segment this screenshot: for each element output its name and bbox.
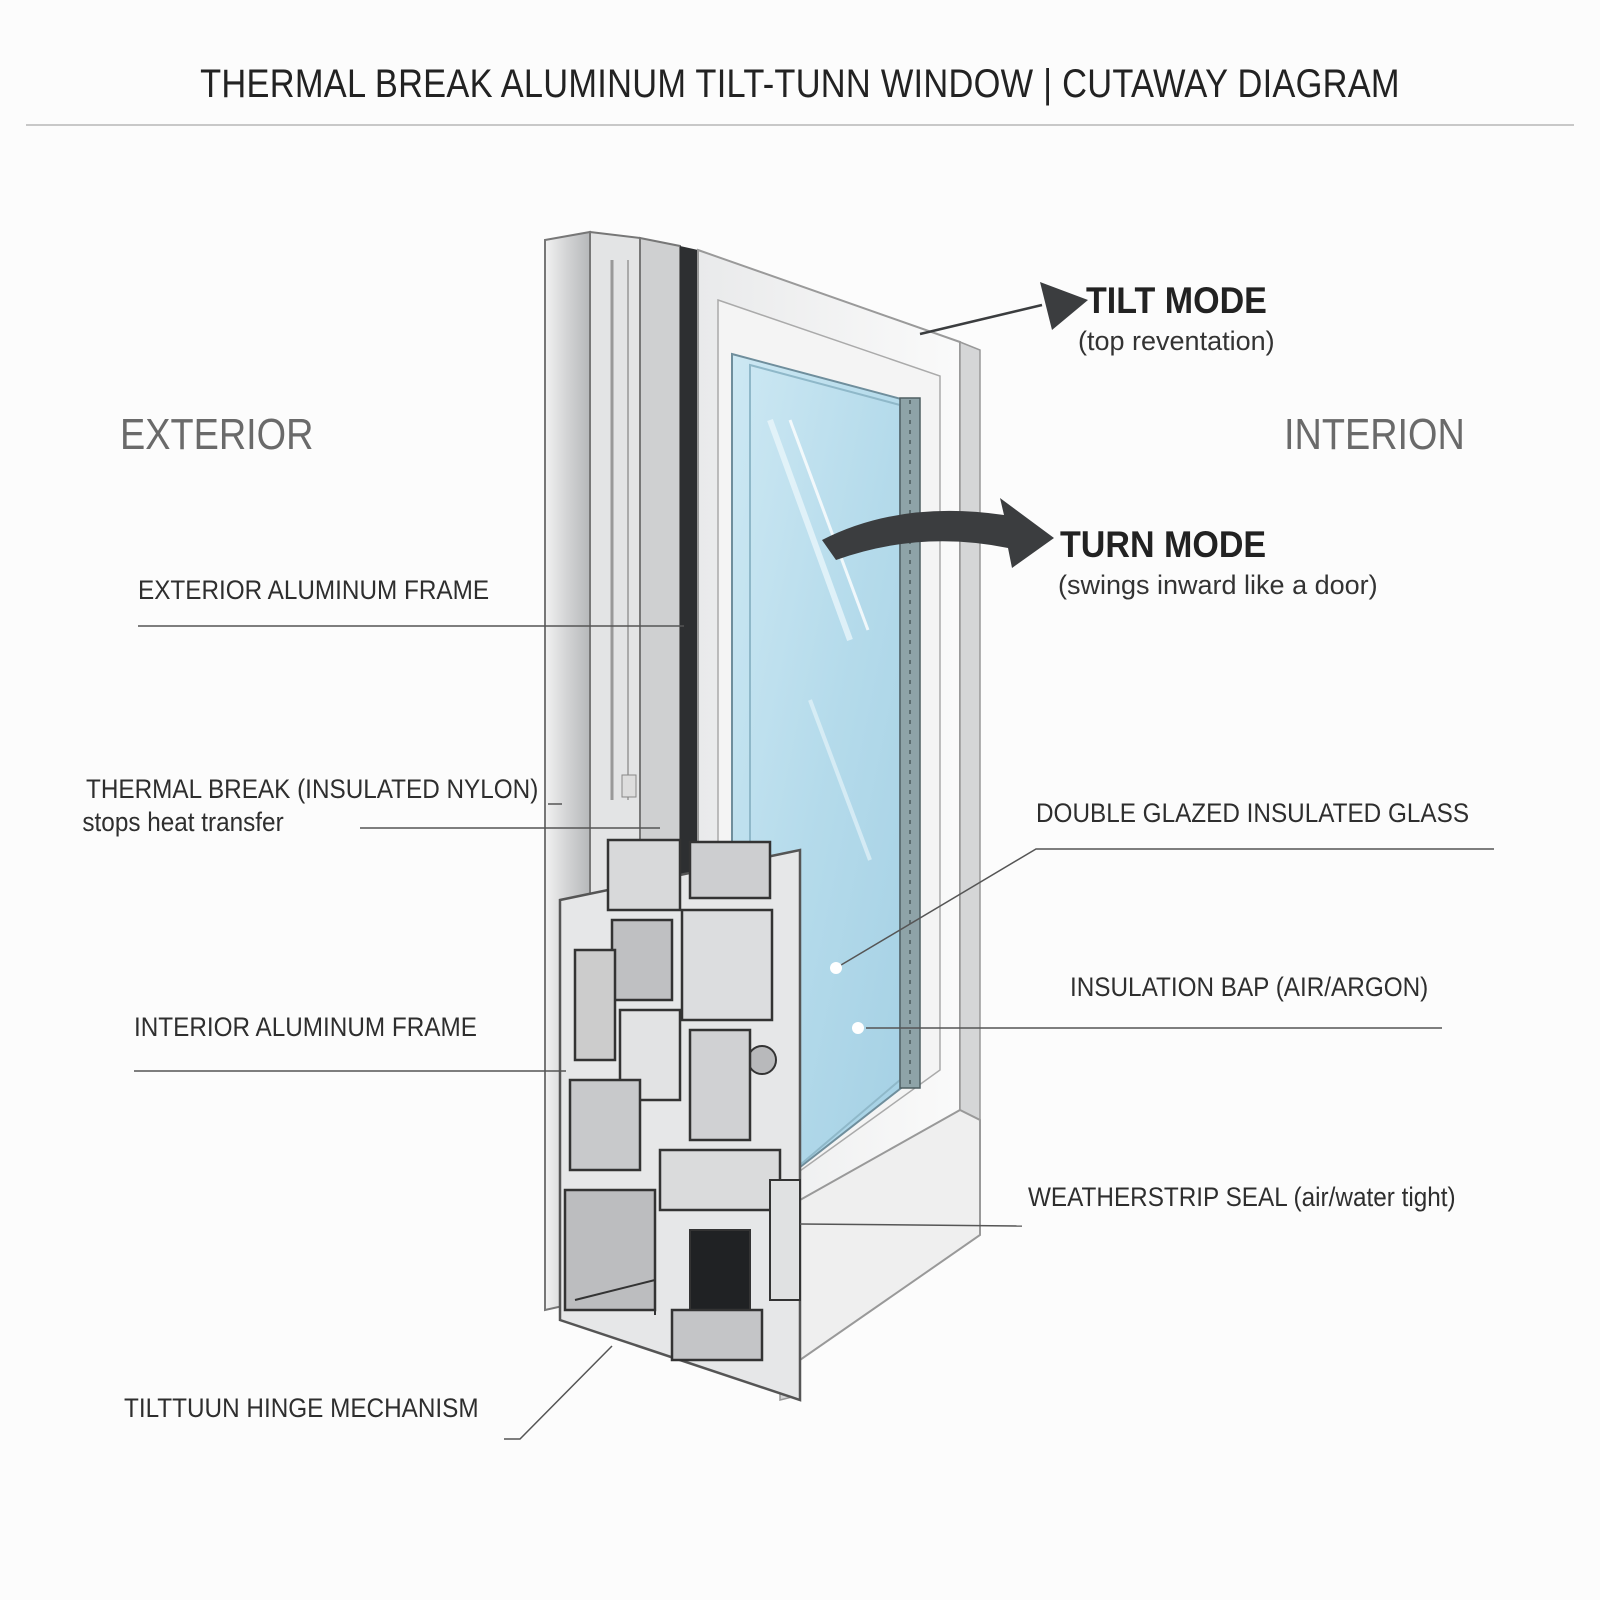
- title-divider: [26, 124, 1574, 126]
- diagram-title: THERMAL BREAK ALUMINUM TILT-TUNN WINDOW …: [200, 62, 1400, 106]
- callout-seal: WEATHERSTRIP SEAL (air/water tight): [1028, 1182, 1456, 1212]
- leader-glass: [835, 848, 1494, 969]
- callout-glass: DOUBLE GLAZED INSULATED GLASS: [1036, 798, 1470, 828]
- leader-seal: [799, 1223, 1023, 1227]
- callout-thermal-break: THERMAL BREAK (INSULATED NYLON) stops he…: [82, 774, 539, 838]
- glass-marker-dot: [830, 962, 842, 974]
- callout-thermal-break-title: THERMAL BREAK (INSULATED NYLON): [86, 774, 539, 804]
- callout-exterior-frame: EXTERIOR ALUMINUM FRAME: [138, 575, 490, 605]
- interior-label: INTERION: [1284, 410, 1465, 459]
- tilt-turn-hinge-mechanism: [558, 838, 802, 1402]
- tilt-mode-title: TILT MODE: [1086, 280, 1267, 321]
- tilt-arrow: [919, 282, 1088, 336]
- callout-hinge: TILTTUUN HINGE MECHANISM: [124, 1393, 479, 1423]
- turn-mode-subtitle: (swings inward like a door): [1058, 570, 1378, 600]
- turn-mode-title: TURN MODE: [1060, 524, 1267, 565]
- callout-gap: INSULATION BAP (AIR/ARGON): [1070, 972, 1429, 1002]
- callout-thermal-break-sub: stops heat transfer: [82, 807, 284, 837]
- turn-arrow: [822, 498, 1054, 568]
- callout-interior-frame: INTERIOR ALUMINUM FRAME: [134, 1012, 477, 1042]
- exterior-label: EXTERIOR: [120, 410, 314, 459]
- leader-hinge: [504, 1345, 613, 1440]
- tilt-mode-subtitle: (top reventation): [1078, 326, 1275, 356]
- gap-marker-dot: [852, 1022, 864, 1034]
- callout-leaders: [134, 625, 1494, 1440]
